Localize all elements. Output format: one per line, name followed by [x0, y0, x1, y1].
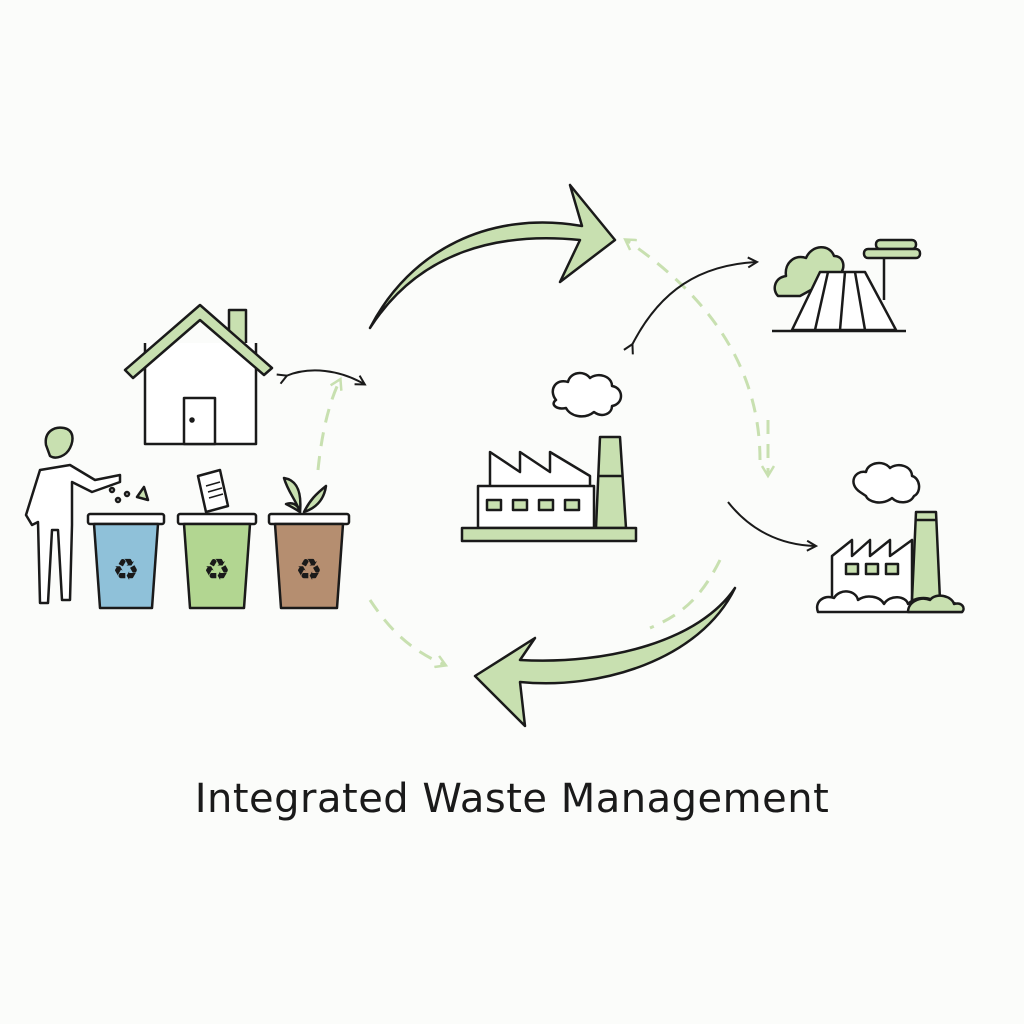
house-icon: [123, 303, 274, 446]
svg-text:♻: ♻: [296, 553, 323, 588]
brown-compost-bin-icon: ♻: [267, 476, 351, 610]
flow-arrow-top: [368, 183, 617, 330]
landfill-double-arrow: [632, 262, 756, 345]
dashed-arrow-bottom-left: [368, 599, 445, 665]
household-double-arrow: [286, 369, 364, 384]
dashed-arrow-bins-up: [316, 380, 340, 471]
svg-text:♻: ♻: [113, 553, 140, 588]
dashed-arrow-lower-right: [649, 559, 722, 630]
person-disposing-icon: [24, 426, 150, 605]
energy-plant-icon: [815, 461, 965, 614]
landfill-icon: [772, 238, 922, 333]
diagram-title: Integrated Waste Management: [194, 776, 830, 822]
flow-arrow-bottom: [473, 586, 737, 728]
green-recycling-bin-icon: ♻: [176, 468, 258, 610]
energy-arrow: [727, 501, 815, 546]
factory-icon: [460, 371, 638, 543]
dashed-arrow-right-arc: [626, 240, 762, 461]
blue-recycling-bin-icon: ♻: [86, 512, 166, 610]
svg-text:♻: ♻: [204, 553, 231, 588]
